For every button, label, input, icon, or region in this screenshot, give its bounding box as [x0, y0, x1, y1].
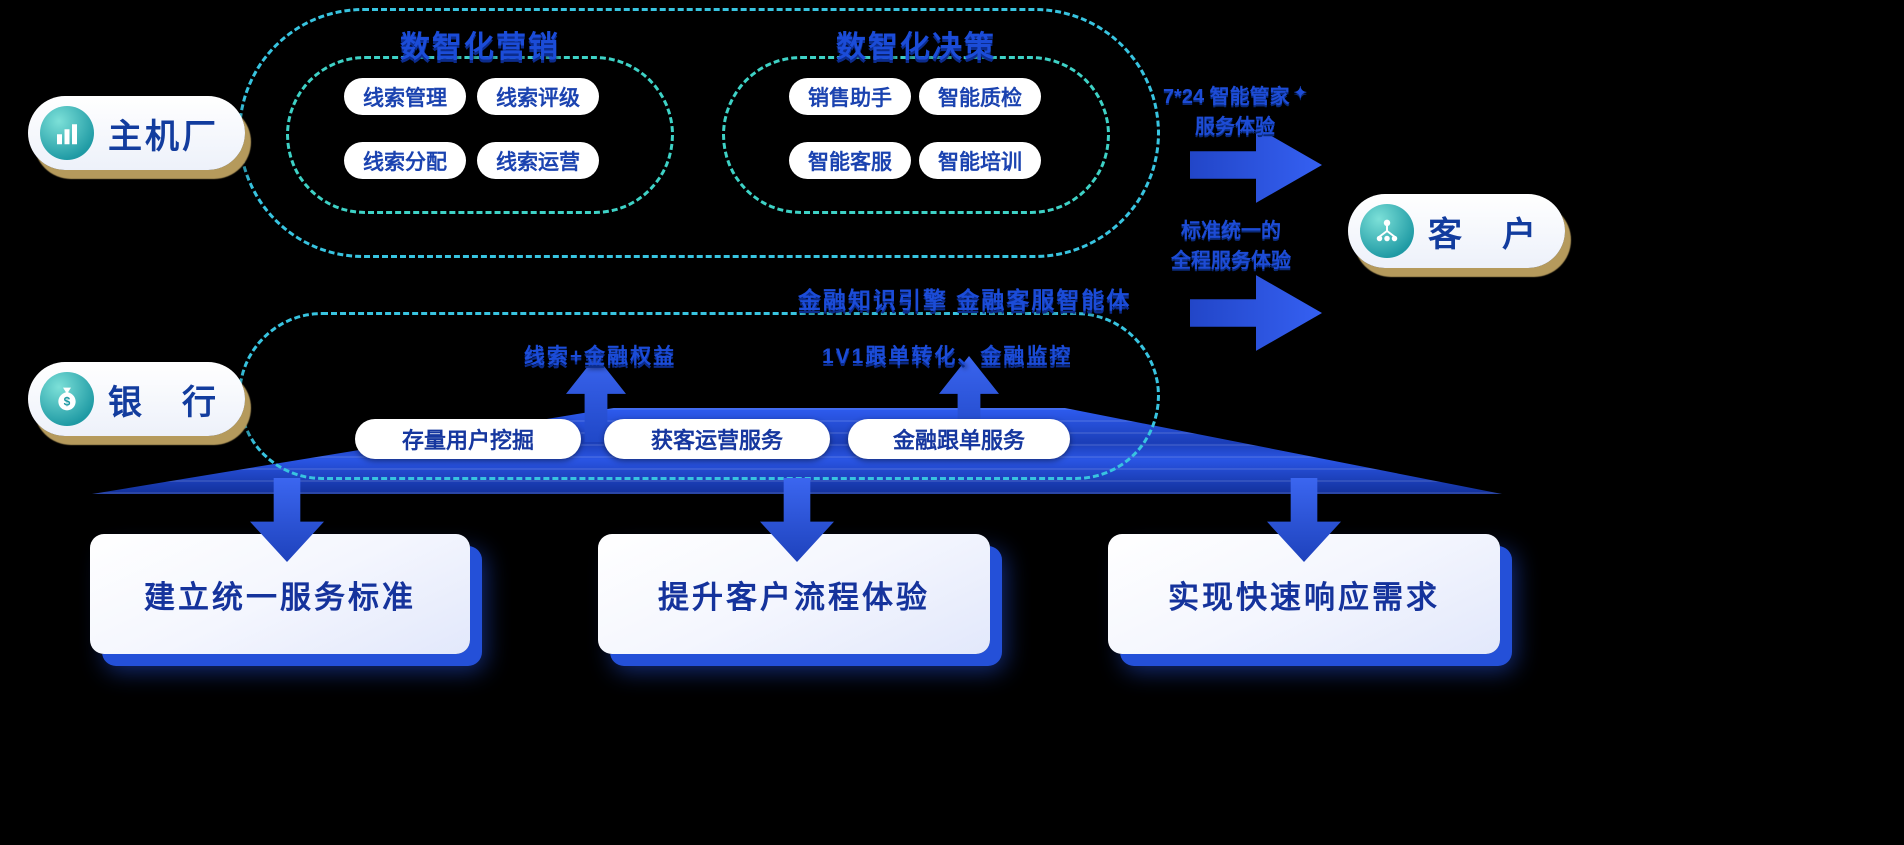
sparkle-icon: ✦ — [1293, 85, 1308, 102]
arrow-label-bottom-line2: 全程服务体验 — [1171, 250, 1291, 272]
marketing-pill: 线索评级 — [477, 78, 599, 115]
actor-bank: $ 银 行 — [28, 362, 245, 436]
customer-network-icon — [1360, 204, 1414, 258]
marketing-pill: 线索运营 — [477, 142, 599, 179]
marketing-pill: 线索分配 — [344, 142, 466, 179]
svg-text:$: $ — [64, 395, 71, 409]
actor-customer: 客 户 — [1348, 194, 1565, 268]
arrow-label-top-line2: 服务体验 — [1195, 116, 1275, 138]
engine-label: 金融知识引擎 金融客服智能体 — [798, 287, 1132, 313]
arrow-label-top: 7*24 智能管家✦ 服务体验 — [1150, 82, 1320, 142]
bank-zone-label-left: 线索+金融权益 — [523, 345, 677, 368]
actor-bank-label: 银 行 — [108, 383, 219, 422]
decision-pill: 销售助手 — [789, 78, 911, 115]
marketing-title: 数智化营销 — [400, 31, 560, 64]
goal-card-label: 建立统一服务标准 — [144, 579, 416, 615]
actor-oem-label: 主机厂 — [108, 117, 219, 156]
decision-zone-border — [722, 56, 1110, 214]
marketing-pill: 线索管理 — [344, 78, 466, 115]
decision-pill: 智能培训 — [919, 142, 1041, 179]
marketing-zone-border — [286, 56, 674, 214]
money-bag-icon: $ — [40, 372, 94, 426]
decision-pill: 智能质检 — [919, 78, 1041, 115]
bank-service-pill: 存量用户挖掘 — [355, 419, 581, 459]
bank-service-pill: 金融跟单服务 — [848, 419, 1070, 459]
factory-icon — [40, 106, 94, 160]
decision-title: 数智化决策 — [836, 31, 996, 64]
decision-pill: 智能客服 — [789, 142, 911, 179]
arrow-label-bottom: 标准统一的 全程服务体验 — [1156, 216, 1306, 276]
bank-zone-label-right: 1V1跟单转化、金融监控 — [822, 345, 1073, 368]
goal-card-label: 提升客户流程体验 — [658, 579, 930, 615]
arrow-label-top-line1: 7*24 智能管家 — [1162, 86, 1290, 108]
right-arrow-bottom — [1190, 275, 1322, 351]
actor-customer-label: 客 户 — [1428, 215, 1539, 254]
goal-card-label: 实现快速响应需求 — [1168, 579, 1440, 615]
actor-oem: 主机厂 — [28, 96, 245, 170]
bank-service-pill: 获客运营服务 — [604, 419, 830, 459]
arrow-label-bottom-line1: 标准统一的 — [1181, 220, 1281, 242]
